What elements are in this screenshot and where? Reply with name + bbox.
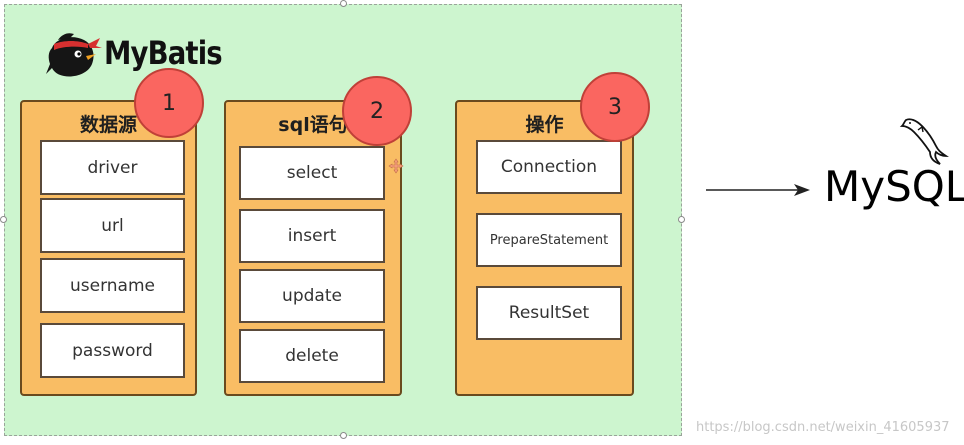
watermark: https://blog.csdn.net/weixin_41605937 [696,420,950,435]
panel-datasource: 数据源 driver url username password [20,100,197,396]
item-resultset[interactable]: ResultSet [476,286,622,340]
resize-handle-left[interactable] [0,216,7,223]
panel-sql: sql语句 select insert update delete [224,100,402,396]
mybatis-logo-text: MyBatis [104,34,223,72]
panel-title: sql语句 [278,114,348,136]
item-select[interactable]: select [239,146,385,200]
resize-handle-right[interactable] [678,216,685,223]
resize-handle-bottom[interactable] [340,432,347,439]
item-insert[interactable]: insert [239,209,385,263]
item-preparestatement[interactable]: PrepareStatement [476,213,622,267]
item-password[interactable]: password [40,323,185,378]
item-driver[interactable]: driver [40,140,185,195]
bird-logo-icon [44,30,102,84]
arrow-right-icon [706,180,810,204]
item-connection[interactable]: Connection [476,140,622,194]
item-username[interactable]: username [40,258,185,313]
step-badge-2: 2 [342,76,412,146]
item-update[interactable]: update [239,269,385,323]
step-badge-3: 3 [580,72,650,142]
move-cursor-icon [388,158,404,178]
panel-title: 操作 [525,114,564,136]
panel-title: 数据源 [79,114,137,136]
mysql-logo-text: MySQL [824,162,964,211]
panel-operations: 操作 Connection PrepareStatement ResultSet [455,100,634,396]
dolphin-icon [896,116,952,172]
item-delete[interactable]: delete [239,329,385,383]
item-url[interactable]: url [40,198,185,253]
resize-handle-top[interactable] [340,0,347,7]
step-badge-1: 1 [134,68,204,138]
